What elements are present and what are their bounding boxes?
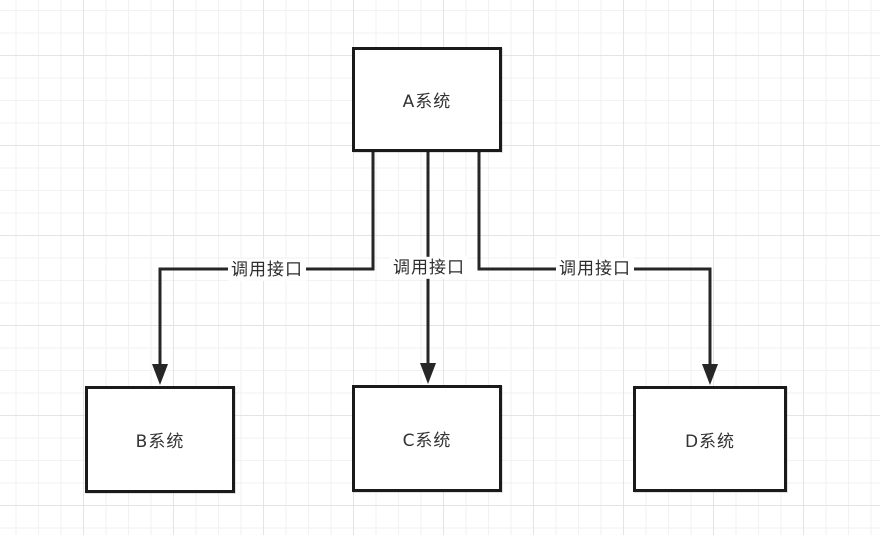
arrowhead-b-icon xyxy=(152,364,168,385)
node-d-label: D系统 xyxy=(684,431,736,452)
node-b-system: B系统 xyxy=(85,386,235,493)
arrowhead-d-icon xyxy=(702,364,718,385)
node-a-system: A系统 xyxy=(352,47,502,152)
arrowhead-c-icon xyxy=(420,363,436,384)
node-a-label: A系统 xyxy=(402,92,452,112)
node-d-system: D系统 xyxy=(633,386,787,492)
node-c-label: C系统 xyxy=(402,431,452,451)
edge-label-a-to-b: 调用接口 xyxy=(228,258,306,282)
edge-label-a-to-c: 调用接口 xyxy=(390,256,468,280)
node-b-label: B系统 xyxy=(135,432,185,452)
edge-label-a-to-d: 调用接口 xyxy=(556,257,634,281)
node-c-system: C系统 xyxy=(352,385,502,492)
